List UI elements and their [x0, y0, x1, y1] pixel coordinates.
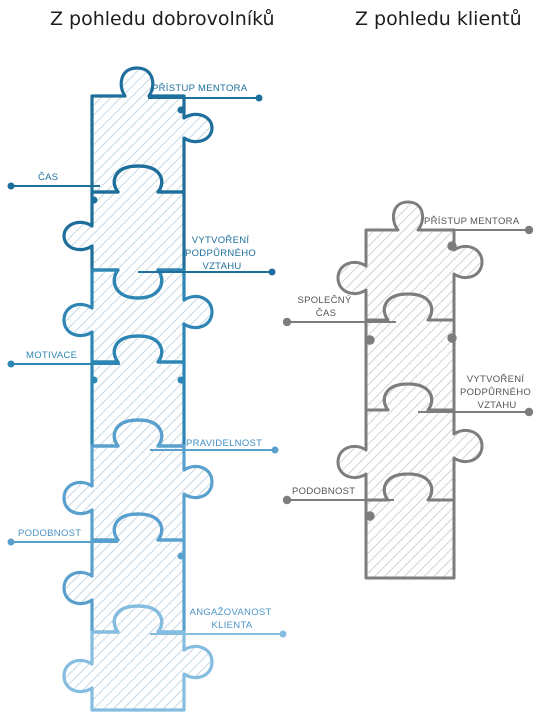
label-left-angazovanost: ANGAŽOVANOST KLIENTA [190, 607, 275, 631]
title-clients: Z pohledu klientů [355, 8, 522, 30]
label-right-pristup-mentora: PŘÍSTUP MENTORA [424, 216, 520, 227]
label-right-vytvoreni-vztahu: VYTVOŘENÍ PODPŮRNÉHO VZTAHU [460, 374, 534, 411]
label-left-podobnost: PODOBNOST [18, 528, 81, 539]
label-left-motivace: MOTIVACE [26, 350, 77, 361]
label-left-cas: ČAS [38, 172, 58, 183]
label-left-pravidelnost: PRAVIDELNOST [186, 438, 262, 449]
label-right-spolecny-cas: SPOLEČNÝ ČAS [297, 295, 354, 319]
title-volunteers: Z pohledu dobrovolníků [50, 8, 275, 30]
puzzle-piece-left-7 [62, 604, 214, 712]
label-right-podobnost: PODOBNOST [292, 486, 355, 497]
label-left-vytvoreni-vztahu: VYTVOŘENÍ PODPŮRNÉHO VZTAHU [185, 235, 259, 272]
label-left-pristup-mentora: PŘÍSTUP MENTORA [152, 83, 248, 94]
